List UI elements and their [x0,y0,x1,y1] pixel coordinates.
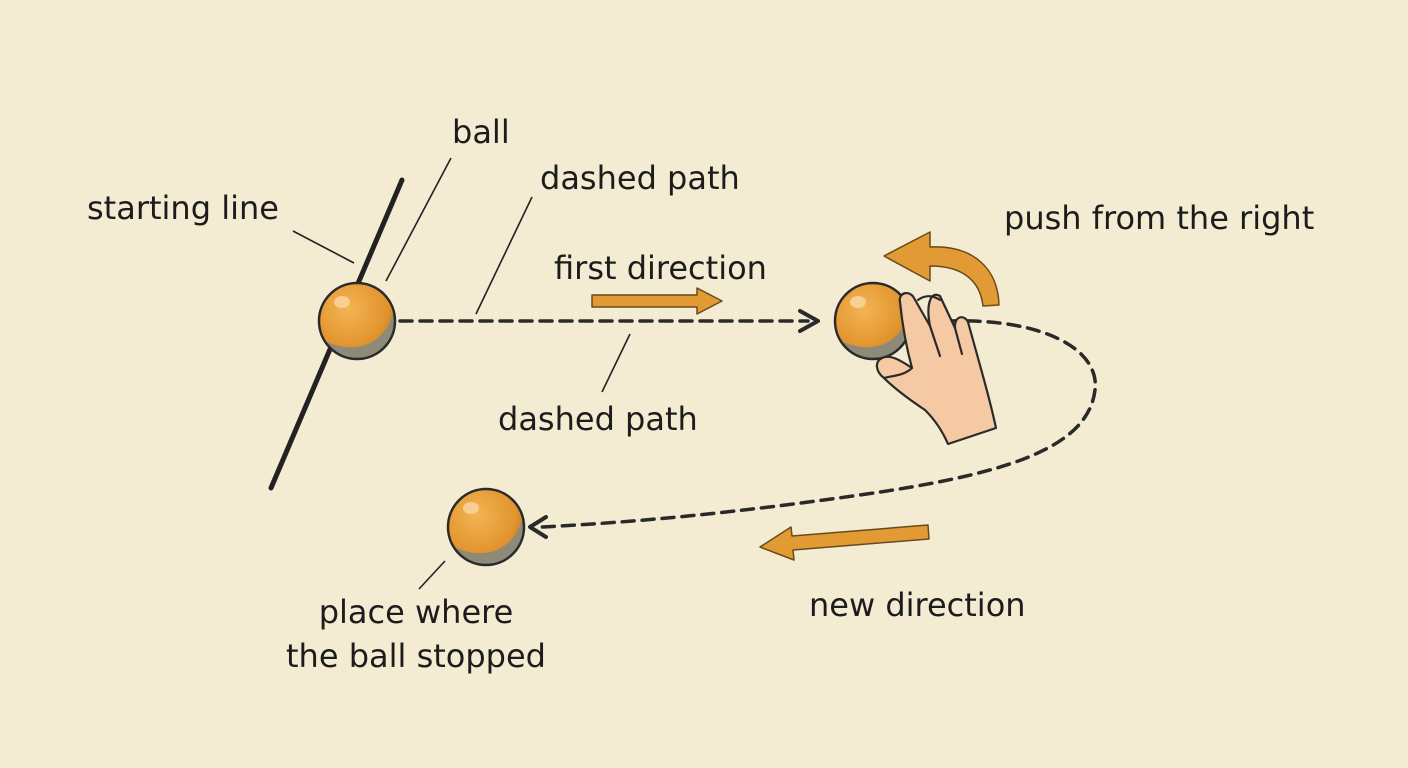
leader-dashed-path-top [475,196,533,315]
curved-arrow-icon [883,231,1000,307]
label-dashed-path-bottom: dashed path [498,400,698,438]
direction-arrow-icon [759,524,930,561]
leader-starting-line [292,230,355,264]
label-stop-line1: place where [318,593,514,631]
label-stop-line2: the ball stopped [286,637,546,675]
dashed-path [398,319,1097,529]
ball-icon [317,281,397,361]
label-starting-line: starting line [87,189,279,227]
label-dashed-path-top: dashed path [540,159,740,197]
leader-dashed-path-bottom [601,333,631,393]
leader-ball [385,157,452,282]
dashed-arrowhead-left [528,515,548,539]
leader-stop [418,560,446,590]
label-ball: ball [452,113,510,151]
label-stop-place: place where the ball stopped [276,592,556,676]
hand-icon [875,292,998,446]
dashed-arrowhead-right [798,309,820,333]
label-new-direction: new direction [809,586,1026,624]
direction-arrow-icon [591,287,723,315]
label-first-direction: first direction [554,249,767,287]
label-push-from-the-right: push from the right [1004,199,1315,237]
ball-icon [446,487,526,567]
leader-lines [292,157,631,590]
